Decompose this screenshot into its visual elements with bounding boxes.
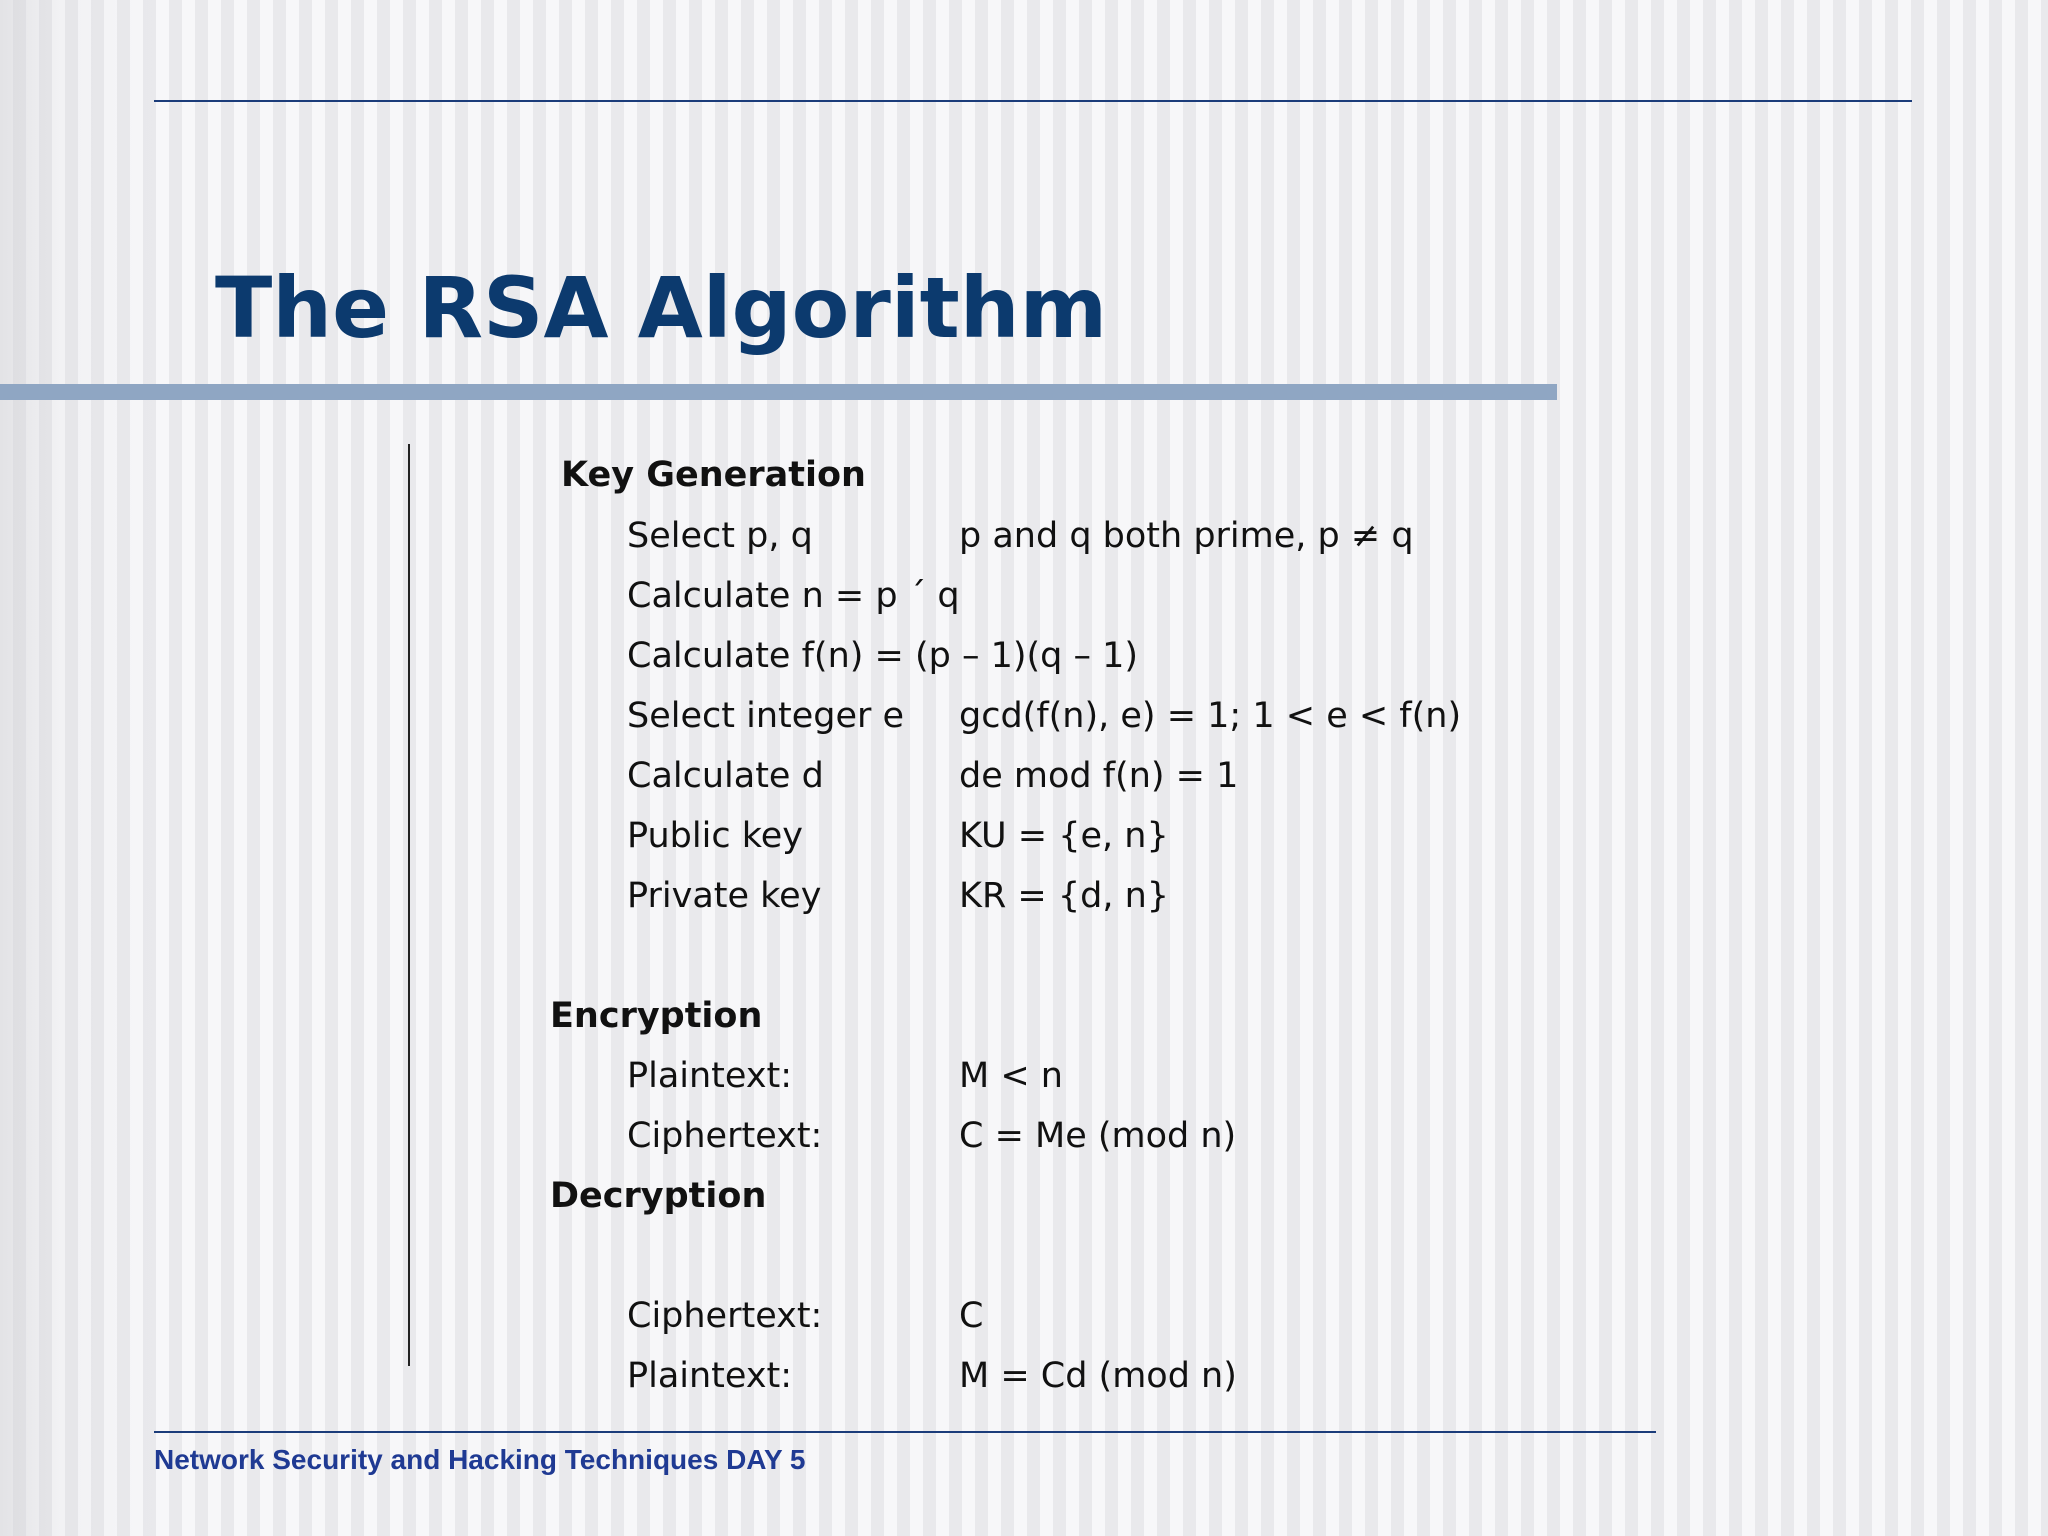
calculate-d-value: de mod f(n) = 1: [959, 756, 1239, 796]
decryption-plaintext-label: Plaintext:: [627, 1356, 793, 1396]
private-key-label: Private key: [627, 876, 822, 916]
key-generation-heading: Key Generation: [561, 455, 866, 495]
footer-divider: [154, 1431, 1656, 1433]
encryption-ciphertext-label: Ciphertext:: [627, 1116, 823, 1156]
calculate-n-label: Calculate n = p ´ q: [627, 576, 960, 616]
encryption-plaintext-label: Plaintext:: [627, 1056, 793, 1096]
calculate-d-label: Calculate d: [627, 756, 824, 796]
encryption-heading: Encryption: [550, 996, 763, 1036]
decryption-plaintext-value: M = Cd (mod n): [959, 1356, 1237, 1396]
decryption-heading: Decryption: [550, 1176, 767, 1216]
decryption-ciphertext-value: C: [959, 1296, 984, 1336]
select-e-value: gcd(f(n), e) = 1; 1 < e < f(n): [959, 696, 1462, 736]
private-key-value: KR = {d, n}: [959, 876, 1170, 916]
decryption-ciphertext-label: Ciphertext:: [627, 1296, 823, 1336]
public-key-value: KU = {e, n}: [959, 816, 1169, 856]
content-left-rule: [408, 444, 410, 1366]
top-divider: [154, 100, 1912, 102]
public-key-label: Public key: [627, 816, 803, 856]
title-underline-bar: [0, 384, 1557, 400]
select-pq-label: Select p, q: [627, 516, 813, 556]
select-pq-value: p and q both prime, p ≠ q: [959, 516, 1414, 556]
slide-title: The RSA Algorithm: [215, 259, 1108, 357]
select-e-label: Select integer e: [627, 696, 905, 736]
encryption-plaintext-value: M < n: [959, 1056, 1063, 1096]
calculate-phi-label: Calculate f(n) = (p – 1)(q – 1): [627, 636, 1139, 676]
encryption-ciphertext-value: C = Me (mod n): [959, 1116, 1237, 1156]
slide-footer: Network Security and Hacking Techniques …: [154, 1444, 806, 1475]
